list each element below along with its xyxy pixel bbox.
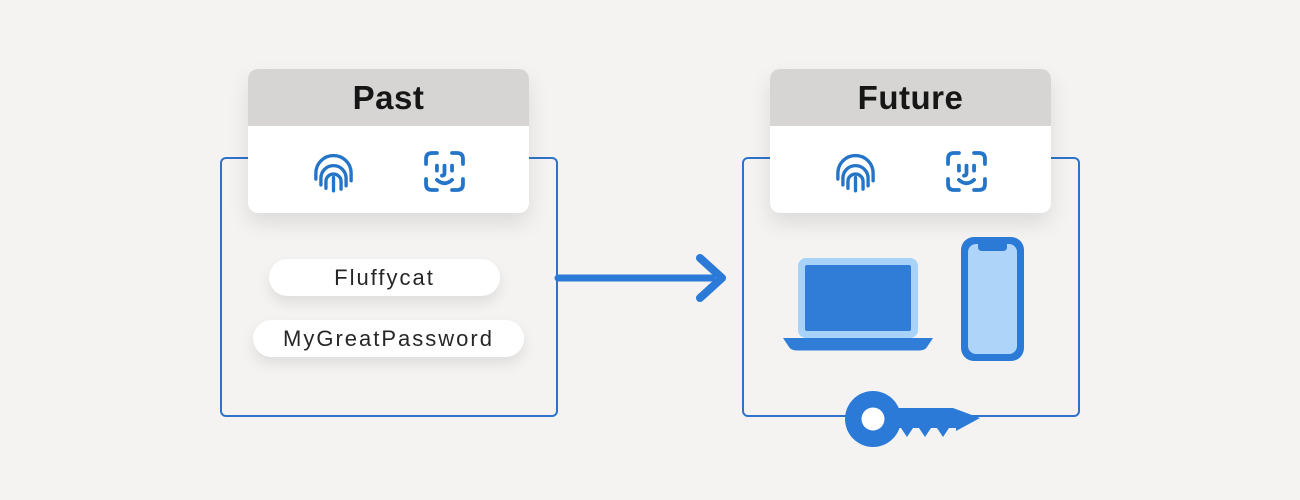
past-header-strip: Past <box>248 69 529 126</box>
past-header-card: Past <box>248 69 529 213</box>
future-title: Future <box>857 78 964 116</box>
smartphone-icon <box>961 237 1024 361</box>
past-to-future-arrow-icon <box>554 254 726 302</box>
future-header-card: Future <box>770 69 1051 213</box>
username-value: Fluffycat <box>334 264 435 290</box>
past-title: Past <box>352 78 425 116</box>
laptop-icon <box>783 258 933 351</box>
past-auth-icons <box>248 126 529 213</box>
face-id-icon <box>945 151 987 192</box>
future-auth-icons <box>770 126 1051 213</box>
fingerprint-icon <box>313 153 353 193</box>
face-id-icon <box>423 151 465 192</box>
future-header-strip: Future <box>770 69 1051 126</box>
key-icon <box>845 391 980 447</box>
username-pill: Fluffycat <box>269 259 500 296</box>
password-pill: MyGreatPassword <box>253 320 524 357</box>
fingerprint-icon <box>835 153 875 193</box>
password-value: MyGreatPassword <box>283 325 494 351</box>
